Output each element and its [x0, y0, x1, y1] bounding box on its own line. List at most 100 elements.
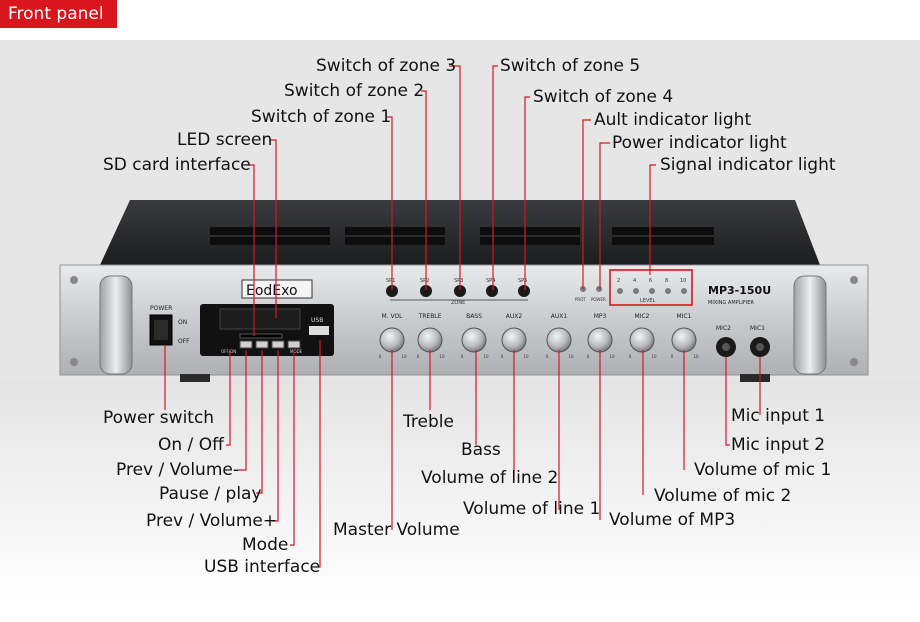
callout-fault-light: Ault indicator light	[594, 110, 752, 130]
knob-label: M. VOL	[381, 313, 403, 320]
knob-treble	[417, 327, 443, 353]
callout-mode: Mode	[242, 535, 289, 555]
knob-m-vol	[379, 327, 405, 353]
section-title: Front panel	[0, 0, 117, 28]
knob-scale-min: 0	[671, 354, 674, 359]
knob-label: MIC1	[677, 313, 692, 320]
callout-power-switch: Power switch	[103, 408, 215, 428]
usb-port	[309, 326, 329, 335]
callout-pause-play: Pause / play	[159, 484, 262, 504]
svg-text:8: 8	[665, 278, 668, 284]
knob-row: M. VOL 0 10 TREBLE 0 10 BASS 0 10 AUX2 0 10 AUX1 0 10 M…	[379, 313, 699, 359]
zone-switches	[386, 285, 530, 297]
callout-signal-light: Signal indicator light	[660, 155, 836, 175]
svg-text:SP4: SP4	[486, 278, 495, 284]
knob-scale-max: 10	[693, 354, 699, 359]
callout-switch-zone-2: Switch of zone 2	[284, 81, 425, 101]
knob-scale-min: 0	[501, 354, 504, 359]
knob-label: AUX1	[551, 313, 568, 320]
callout-sd-card: SD card interface	[103, 155, 251, 175]
callout-vol-line-1: Volume of line 1	[463, 499, 601, 519]
level-lights	[617, 288, 687, 294]
callout-switch-zone-1: Switch of zone 1	[251, 107, 392, 127]
knob-scale-min: 0	[629, 354, 632, 359]
svg-text:ZONE: ZONE	[451, 300, 465, 306]
svg-text:ON: ON	[178, 319, 187, 326]
left-handle	[99, 275, 133, 375]
callout-on-off: On / Off	[158, 435, 224, 455]
knob-mic2	[629, 327, 655, 353]
svg-text:POWER: POWER	[591, 297, 606, 302]
knob-scale-max: 10	[483, 354, 489, 359]
callout-vol-mic-1: Volume of mic 1	[694, 460, 832, 480]
callout-mic-input-2: Mic input 2	[731, 435, 826, 455]
svg-text:PROT: PROT	[575, 297, 586, 302]
knob-scale-min: 0	[587, 354, 590, 359]
svg-text:SP1: SP1	[386, 278, 395, 284]
knob-scale-min: 0	[417, 354, 420, 359]
knob-scale-min: 0	[379, 354, 382, 359]
led-screen	[219, 308, 301, 330]
knob-scale-max: 10	[609, 354, 615, 359]
callout-prev-vol-plus: Prev / Volume+	[146, 511, 278, 531]
svg-text:10: 10	[680, 278, 686, 284]
callout-power-light: Power indicator light	[612, 133, 787, 153]
knob-label: MP3	[594, 313, 607, 320]
callout-switch-zone-3: Switch of zone 3	[316, 56, 457, 76]
callout-bass: Bass	[461, 440, 501, 460]
svg-text:OFF: OFF	[178, 338, 190, 345]
svg-text:4: 4	[633, 278, 636, 284]
power-light	[596, 286, 602, 292]
player-buttons	[239, 340, 301, 349]
svg-text:SP5: SP5	[518, 278, 527, 284]
front-panel	[59, 264, 869, 376]
knob-label: BASS	[466, 313, 482, 320]
callout-switch-zone-4: Switch of zone 4	[533, 87, 674, 107]
model-name: MP3-150U	[708, 284, 771, 297]
svg-text:MODE: MODE	[290, 349, 303, 354]
knob-label: TREBLE	[418, 313, 442, 320]
svg-text:MIC2: MIC2	[716, 325, 731, 332]
callout-switch-zone-5: Switch of zone 5	[500, 56, 641, 76]
knob-scale-min: 0	[461, 354, 464, 359]
svg-text:2: 2	[617, 278, 620, 284]
brand-logo: EodExo	[246, 283, 298, 299]
svg-text:SP3: SP3	[454, 278, 463, 284]
callout-usb-interface: USB interface	[204, 557, 321, 577]
right-handle	[793, 275, 827, 375]
model-subtitle: MIXING AMPLIFIER	[708, 300, 754, 306]
knob-bass	[461, 327, 487, 353]
callout-treble: Treble	[403, 412, 454, 432]
svg-text:LEVEL: LEVEL	[640, 298, 656, 304]
callout-vol-mic-2: Volume of mic 2	[654, 486, 792, 506]
knob-scale-max: 10	[439, 354, 445, 359]
power-panel-title: POWER	[150, 305, 172, 312]
callout-master-volume: Master Volume	[333, 520, 460, 540]
knob-label: AUX2	[506, 313, 523, 320]
callout-led-screen: LED screen	[177, 130, 273, 150]
svg-text:OFF/ON: OFF/ON	[221, 349, 236, 354]
svg-text:6: 6	[649, 278, 652, 284]
knob-aux2	[501, 327, 527, 353]
knob-aux1	[546, 327, 572, 353]
callout-mic-input-1: Mic input 1	[731, 406, 826, 426]
svg-text:USB: USB	[311, 317, 323, 324]
knob-scale-max: 10	[651, 354, 657, 359]
knob-mp3	[587, 327, 613, 353]
knob-scale-min: 0	[546, 354, 549, 359]
svg-text:MIC1: MIC1	[750, 325, 765, 332]
brand-plate	[241, 279, 313, 299]
callout-vol-mp3: Volume of MP3	[609, 510, 736, 530]
sd-card-slot	[239, 333, 283, 339]
callout-prev-vol-minus: Prev / Volume-	[116, 460, 239, 480]
knob-mic1	[671, 327, 697, 353]
callout-lines	[164, 65, 761, 568]
callout-vol-line-2: Volume of line 2	[421, 468, 559, 488]
knob-scale-max: 10	[401, 354, 407, 359]
knob-scale-max: 10	[568, 354, 574, 359]
knob-label: MIC2	[635, 313, 650, 320]
knob-scale-max: 10	[523, 354, 529, 359]
level-highlight	[609, 269, 693, 306]
